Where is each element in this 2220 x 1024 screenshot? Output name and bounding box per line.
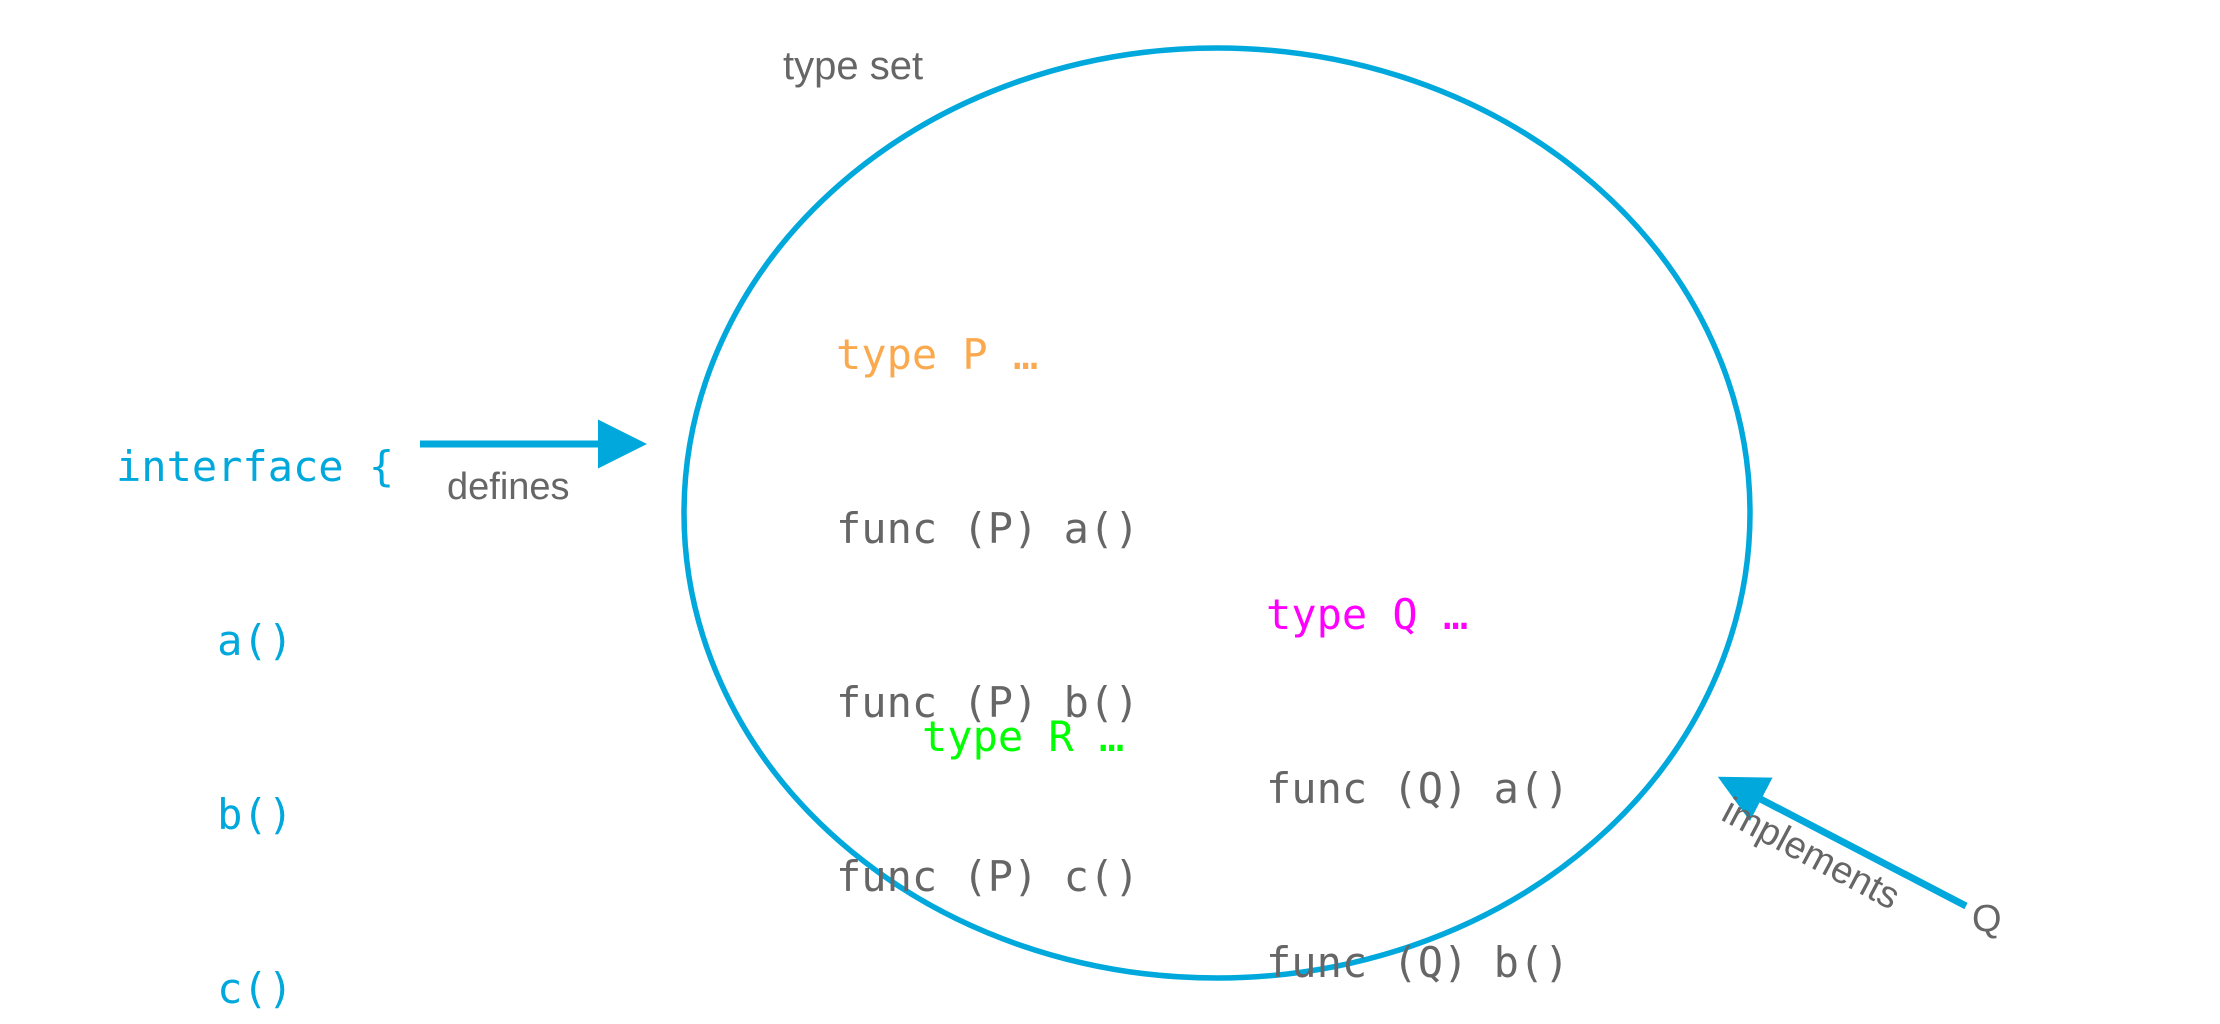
type-r-header: type R … xyxy=(922,712,1125,761)
type-p-header: type P … xyxy=(836,330,1039,379)
type-q-method-a: func (Q) a() xyxy=(1266,764,1570,813)
interface-method-c: c() xyxy=(116,964,294,1013)
type-p-block: type P … func (P) a() func (P) b() func … xyxy=(836,210,1139,1024)
type-p-method-a: func (P) a() xyxy=(836,504,1140,553)
type-set-label: type set xyxy=(783,44,924,88)
interface-declaration-block: interface { a() b() c() } xyxy=(116,322,394,1024)
defines-arrow-label: defines xyxy=(447,466,570,508)
implements-source-label: Q xyxy=(1972,898,2002,940)
type-p-method-b: func (P) b() xyxy=(836,678,1140,727)
interface-method-a: a() xyxy=(116,616,294,665)
type-r-block: type R … xyxy=(922,592,1124,882)
interface-line-open: interface { xyxy=(116,442,395,491)
type-p-method-c: func (P) c() xyxy=(836,852,1140,901)
type-q-header: type Q … xyxy=(1266,590,1469,639)
type-q-block: type Q … func (Q) a() func (Q) b() func … xyxy=(1266,470,1569,1024)
type-q-method-b: func (Q) b() xyxy=(1266,938,1570,987)
implements-arrow-label: implements xyxy=(1715,790,1907,919)
interface-method-b: b() xyxy=(116,790,294,839)
